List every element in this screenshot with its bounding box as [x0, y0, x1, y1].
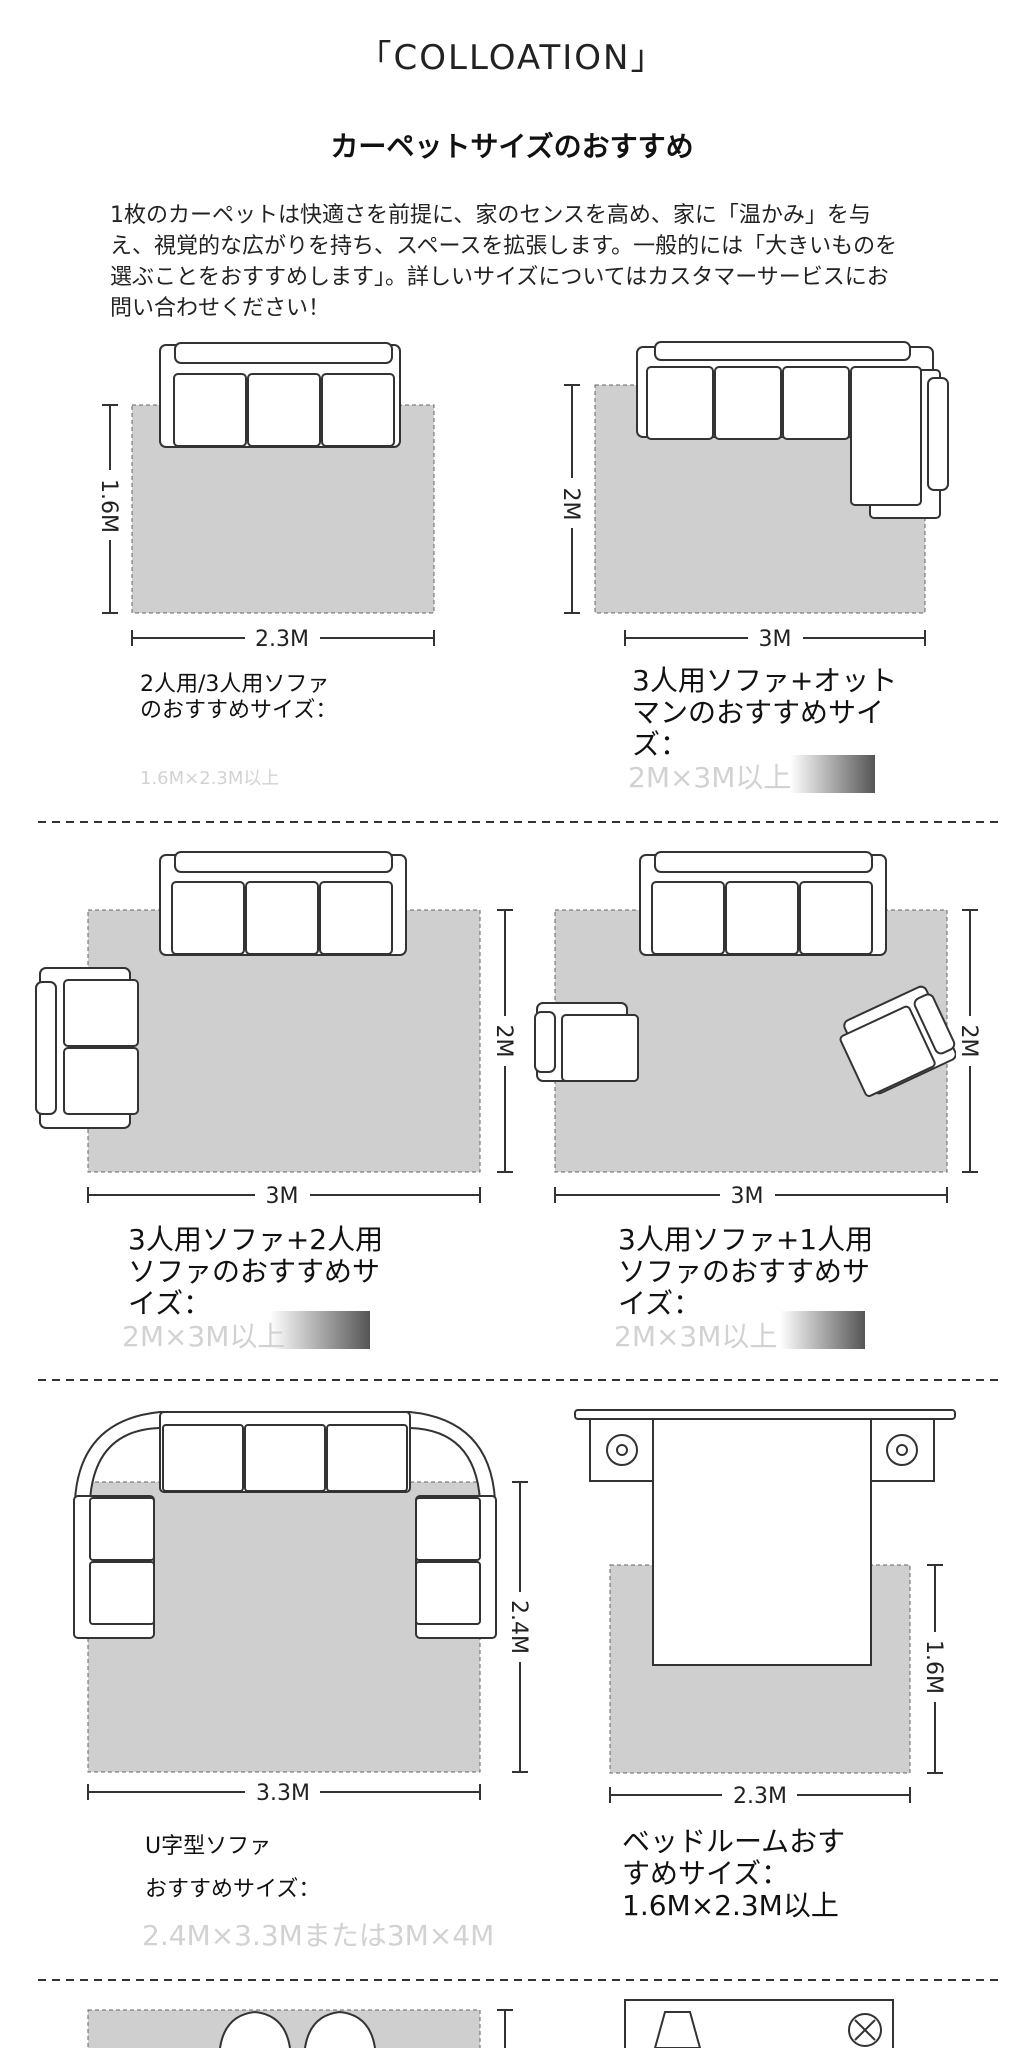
intro-text: 1枚のカーペットは快適さを前提に、家のセンスを高め、家に「温かみ」を与え、視覚的…	[110, 203, 898, 321]
layout-2-size: 2M×3M以上	[628, 761, 792, 794]
brand-logo: 「COLLOATION」	[357, 38, 667, 78]
layout-6-caption: ベッドルームおすすめサイズ：1.6M×2.3M以上	[622, 1825, 846, 1922]
sofa-2-seat	[35, 967, 139, 1129]
layout-3-size: 2M×3M以上	[122, 1320, 286, 1353]
sofa-3-seat	[159, 851, 407, 956]
width-label: 2.3M	[733, 1784, 787, 1809]
fade-bar	[780, 1311, 865, 1349]
chair	[304, 2010, 376, 2048]
fade-bar	[790, 755, 875, 793]
layout-1-size: 1.6M×2.3M以上	[140, 768, 280, 789]
page-title: カーペットサイズのおすすめ	[330, 130, 694, 163]
height-label: 2M	[491, 1025, 516, 1058]
height-label: 2M	[956, 1025, 981, 1058]
layout-5-size: 2.4M×3.3Mまたは3M×4M	[142, 1919, 495, 1952]
layout-4-caption: 3人用ソファ+1人用ソファのおすすめサイズ：	[618, 1223, 874, 1320]
fade-bar	[270, 1311, 370, 1349]
layout-7-diagram-partial	[87, 2009, 513, 2048]
layout-3-diagram: 3M 2M	[35, 851, 519, 1209]
layout-8-diagram-partial	[624, 1999, 894, 2048]
height-label: 2M	[558, 488, 583, 521]
width-label: 2.3M	[255, 627, 309, 652]
sofa-with-ottoman	[636, 341, 949, 519]
bed	[574, 1409, 956, 1666]
layout-4-diagram: 3M 2M	[534, 851, 984, 1209]
layout-1-caption: 2人用/3人用ソファのおすすめサイズ：	[140, 672, 338, 723]
height-label: 2.4M	[506, 1600, 531, 1654]
height-label: 1.6M	[921, 1640, 946, 1694]
layout-2-diagram: 3M 2M	[558, 341, 949, 652]
armchair-right	[839, 985, 957, 1097]
sofa-3-seat	[639, 851, 887, 956]
layout-5-caption-2: おすすめサイズ：	[145, 1877, 321, 1902]
u-shaped-sofa	[73, 1411, 497, 1639]
width-label: 3M	[759, 627, 792, 652]
layout-5-diagram: 3.3M 2.4M	[73, 1411, 534, 1806]
layout-4-size: 2M×3M以上	[614, 1320, 778, 1353]
width-label: 3M	[731, 1184, 764, 1209]
lamp	[653, 2011, 702, 2048]
layout-6-diagram: 2.3M 1.6M	[574, 1409, 956, 1809]
layout-5-caption: U字型ソファ	[145, 1834, 272, 1859]
armchair-left	[534, 1002, 639, 1082]
width-label: 3.3M	[256, 1781, 310, 1806]
sofa-3-seat	[159, 342, 401, 448]
height-label: 1.6M	[96, 479, 121, 533]
layout-2-caption: 3人用ソファ+オットマンのおすすめサイズ：	[632, 664, 898, 761]
chair	[219, 2010, 291, 2048]
layout-3-caption: 3人用ソファ+2人用ソファのおすすめサイズ：	[128, 1223, 384, 1320]
layout-1-diagram: 2.3M 1.6M	[96, 342, 435, 652]
width-label: 3M	[266, 1184, 299, 1209]
